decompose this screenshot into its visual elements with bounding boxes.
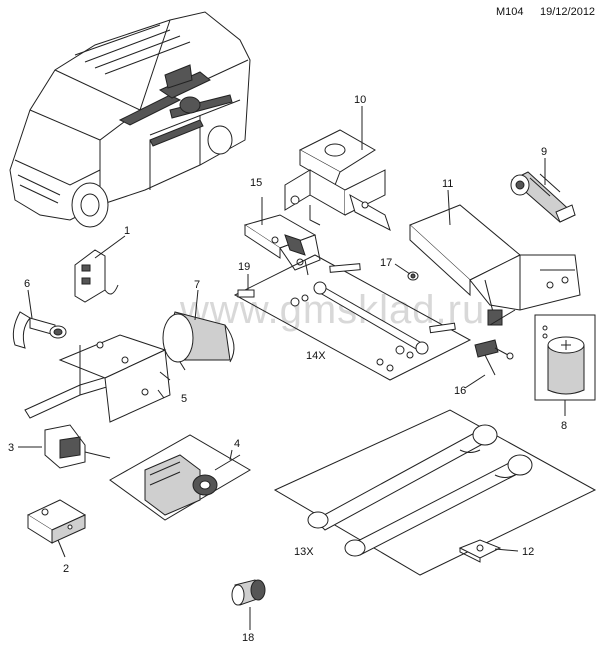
callout-5: 5: [181, 393, 187, 405]
diagram-code: M104: [496, 6, 524, 18]
callout-19: 19: [238, 261, 250, 273]
callout-2: 2: [63, 563, 69, 575]
callout-11: 11: [442, 178, 453, 190]
callout-8: 8: [561, 420, 567, 432]
part-14x-link-kit: [233, 254, 472, 381]
callout-3: 3: [8, 442, 14, 454]
callout-13x: 13X: [294, 546, 314, 558]
part-8-air-spring: [534, 314, 596, 401]
callout-9: 9: [541, 146, 547, 158]
callout-4: 4: [234, 438, 240, 450]
callout-7: 7: [194, 279, 200, 291]
part-7-air-tank: [162, 311, 235, 371]
callout-labels: 1 2 3 4 5 6 7 8 9 10 11 12 13X 14X 15 16…: [8, 94, 567, 644]
callout-16: 16: [454, 385, 466, 397]
van-illustration: [9, 11, 251, 228]
callout-6: 6: [24, 278, 30, 290]
part-1-control-unit: [74, 249, 119, 303]
callout-12: 12: [522, 546, 534, 558]
part-18-bushing: [231, 579, 266, 606]
diagram-date: 19/12/2012: [540, 6, 596, 18]
part-13x-leaf-springs: [273, 409, 597, 576]
callout-15: 15: [250, 177, 262, 189]
part-15-bracket: [243, 214, 321, 276]
part-17-nut: [407, 271, 419, 281]
part-3-relay-module: [44, 424, 111, 469]
part-9-shock-absorber: [510, 171, 576, 223]
callout-1: 1: [124, 225, 130, 237]
callout-10: 10: [354, 94, 366, 106]
part-5-mounting-plate: [24, 334, 171, 423]
callout-14x: 14X: [306, 350, 326, 362]
part-16-level-sensor: [474, 309, 516, 376]
part-2-ecu: [26, 499, 87, 544]
part-19-clip: [237, 289, 255, 298]
part-11-beam: [409, 204, 581, 326]
callout-18: 18: [242, 632, 254, 644]
part-12-plate: [458, 539, 502, 563]
callout-17: 17: [380, 257, 392, 269]
part-4-compressor: [109, 434, 251, 521]
part-6-air-pipe: [12, 311, 67, 349]
part-10-bracket: [284, 129, 391, 232]
leader-lines: [18, 106, 566, 630]
